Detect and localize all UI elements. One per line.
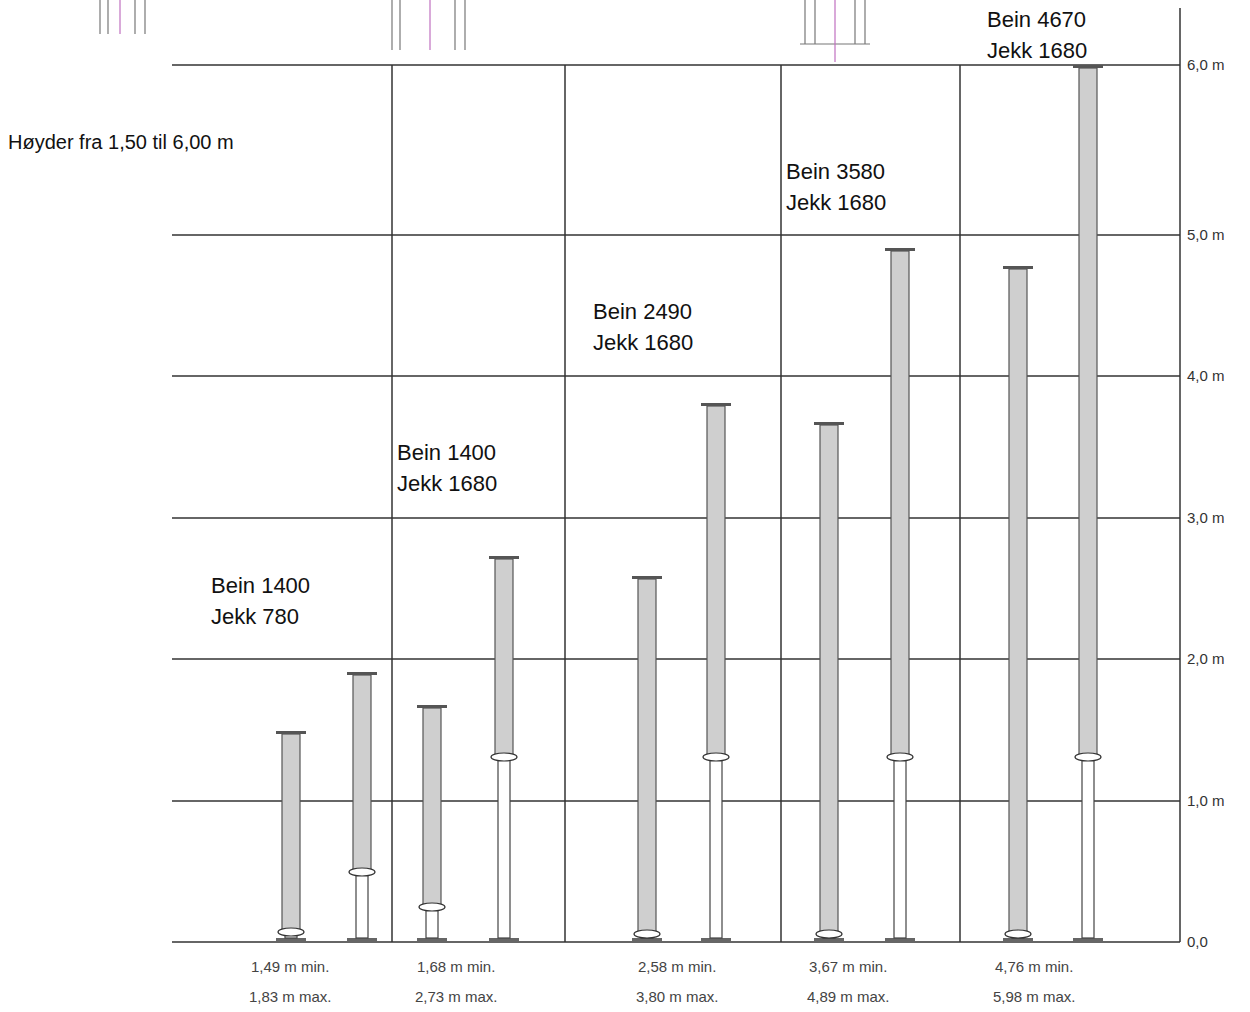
jack-tube [356, 872, 368, 938]
top-plate [347, 672, 377, 675]
leg-tube [423, 708, 441, 905]
axis-value: 4,0 m [1187, 365, 1225, 386]
adjust-collar [1075, 753, 1101, 761]
prop-spec: Bein 3580 Jekk 1680 [786, 156, 916, 218]
prop-spec: Bein 1400 Jekk 780 [211, 570, 329, 632]
adjust-collar [703, 753, 729, 761]
adjust-collar [816, 930, 842, 938]
max-height: 2,73 m max. [415, 986, 498, 1007]
adjust-collar [349, 868, 375, 876]
leg-tube [495, 559, 513, 755]
leg-tube [1009, 269, 1027, 932]
min-height: 4,76 m min. [995, 956, 1073, 977]
min-height: 1,68 m min. [417, 956, 495, 977]
axis-value: 1,0 m [1187, 790, 1225, 811]
top-plate [701, 403, 731, 406]
jack-tube [1082, 757, 1094, 938]
prop-spec: Bein 1400 Jekk 1680 [397, 437, 527, 499]
leg-tube [820, 425, 838, 932]
prop-spec: Bein 4670 Jekk 1680 [987, 4, 1117, 66]
prop-spec: Bein 2490 Jekk 1680 [593, 296, 723, 358]
prop-group [276, 65, 1103, 942]
axis-value: 5,0 m [1187, 224, 1225, 245]
jack-tube [426, 907, 438, 938]
top-plate [276, 731, 306, 734]
adjust-collar [278, 928, 304, 936]
top-plate [1003, 266, 1033, 269]
max-height: 4,89 m max. [807, 986, 890, 1007]
top-plate [489, 556, 519, 559]
top-plate [632, 576, 662, 579]
cropped-figures [100, 0, 870, 62]
adjust-collar [491, 753, 517, 761]
top-plate [417, 705, 447, 708]
axis-value: 0,0 [1187, 931, 1208, 952]
leg-tube [891, 251, 909, 755]
top-plate [814, 422, 844, 425]
leg-tube [1079, 68, 1097, 755]
max-height: 5,98 m max. [993, 986, 1076, 1007]
max-height: 1,83 m max. [249, 986, 332, 1007]
axis-value: 3,0 m [1187, 507, 1225, 528]
leg-tube [638, 579, 656, 932]
max-height: 3,80 m max. [636, 986, 719, 1007]
jack-tube [894, 757, 906, 938]
min-height: 3,67 m min. [809, 956, 887, 977]
leg-tube [353, 675, 371, 870]
top-plate [885, 248, 915, 251]
jack-tube [498, 757, 510, 938]
adjust-collar [419, 903, 445, 911]
adjust-collar [634, 930, 660, 938]
leg-tube [707, 406, 725, 755]
grid-lines [172, 8, 1180, 942]
range-note: Høyder fra 1,50 til 6,00 m [8, 128, 234, 156]
min-height: 2,58 m min. [638, 956, 716, 977]
min-height: 1,49 m min. [251, 956, 329, 977]
leg-tube [282, 734, 300, 930]
axis-value: 6,0 m [1187, 54, 1225, 75]
top-plate [1073, 65, 1103, 68]
adjust-collar [1005, 930, 1031, 938]
axis-value: 2,0 m [1187, 648, 1225, 669]
jack-tube [710, 757, 722, 938]
adjust-collar [887, 753, 913, 761]
